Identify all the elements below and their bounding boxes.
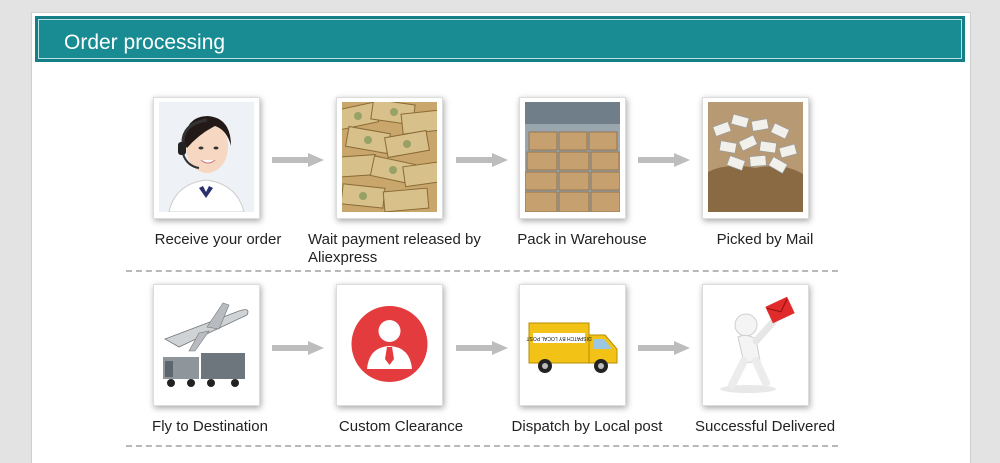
arrow-right-icon <box>638 153 690 167</box>
warehouse-boxes-icon <box>525 102 620 212</box>
step-label: Successful Delivered <box>694 418 836 435</box>
row-divider <box>126 445 838 447</box>
step-label: Fly to Destination <box>152 418 268 435</box>
section-header: Order processing <box>35 16 965 62</box>
step-image <box>153 97 260 219</box>
delivered-envelope-icon <box>708 289 803 399</box>
section-title: Order processing <box>64 31 226 54</box>
order-processing-panel: Order processing R <box>31 12 971 463</box>
arrow-right-icon <box>272 153 324 167</box>
customs-officer-icon <box>342 289 437 399</box>
airplane-icon <box>159 289 254 399</box>
arrow-right-icon <box>456 153 508 167</box>
step-image <box>336 97 443 219</box>
truck-sign: DISPATCH BY LOCAL POST <box>526 335 591 341</box>
step-label: Picked by Mail <box>716 231 814 248</box>
step-label: Wait payment released by Aliexpress <box>308 231 481 266</box>
row-divider <box>126 270 838 272</box>
mail-pile-icon <box>708 102 803 212</box>
step-image <box>336 284 443 406</box>
customer-service-icon <box>159 102 254 212</box>
arrow-right-icon <box>638 341 690 355</box>
step-image: DISPATCH BY LOCAL POST <box>519 284 626 406</box>
step-label: Custom Clearance <box>338 418 464 435</box>
step-image <box>702 284 809 406</box>
step-label: Pack in Warehouse <box>517 231 647 248</box>
section-header-inner: Order processing <box>38 19 962 59</box>
arrow-right-icon <box>272 341 324 355</box>
step-label: Receive your order <box>154 231 282 248</box>
delivery-truck-icon: DISPATCH BY LOCAL POST <box>525 289 620 399</box>
step-image <box>519 97 626 219</box>
step-image <box>702 97 809 219</box>
money-icon <box>342 102 437 212</box>
step-image <box>153 284 260 406</box>
arrow-right-icon <box>456 341 508 355</box>
step-label: Dispatch by Local post <box>511 418 663 435</box>
